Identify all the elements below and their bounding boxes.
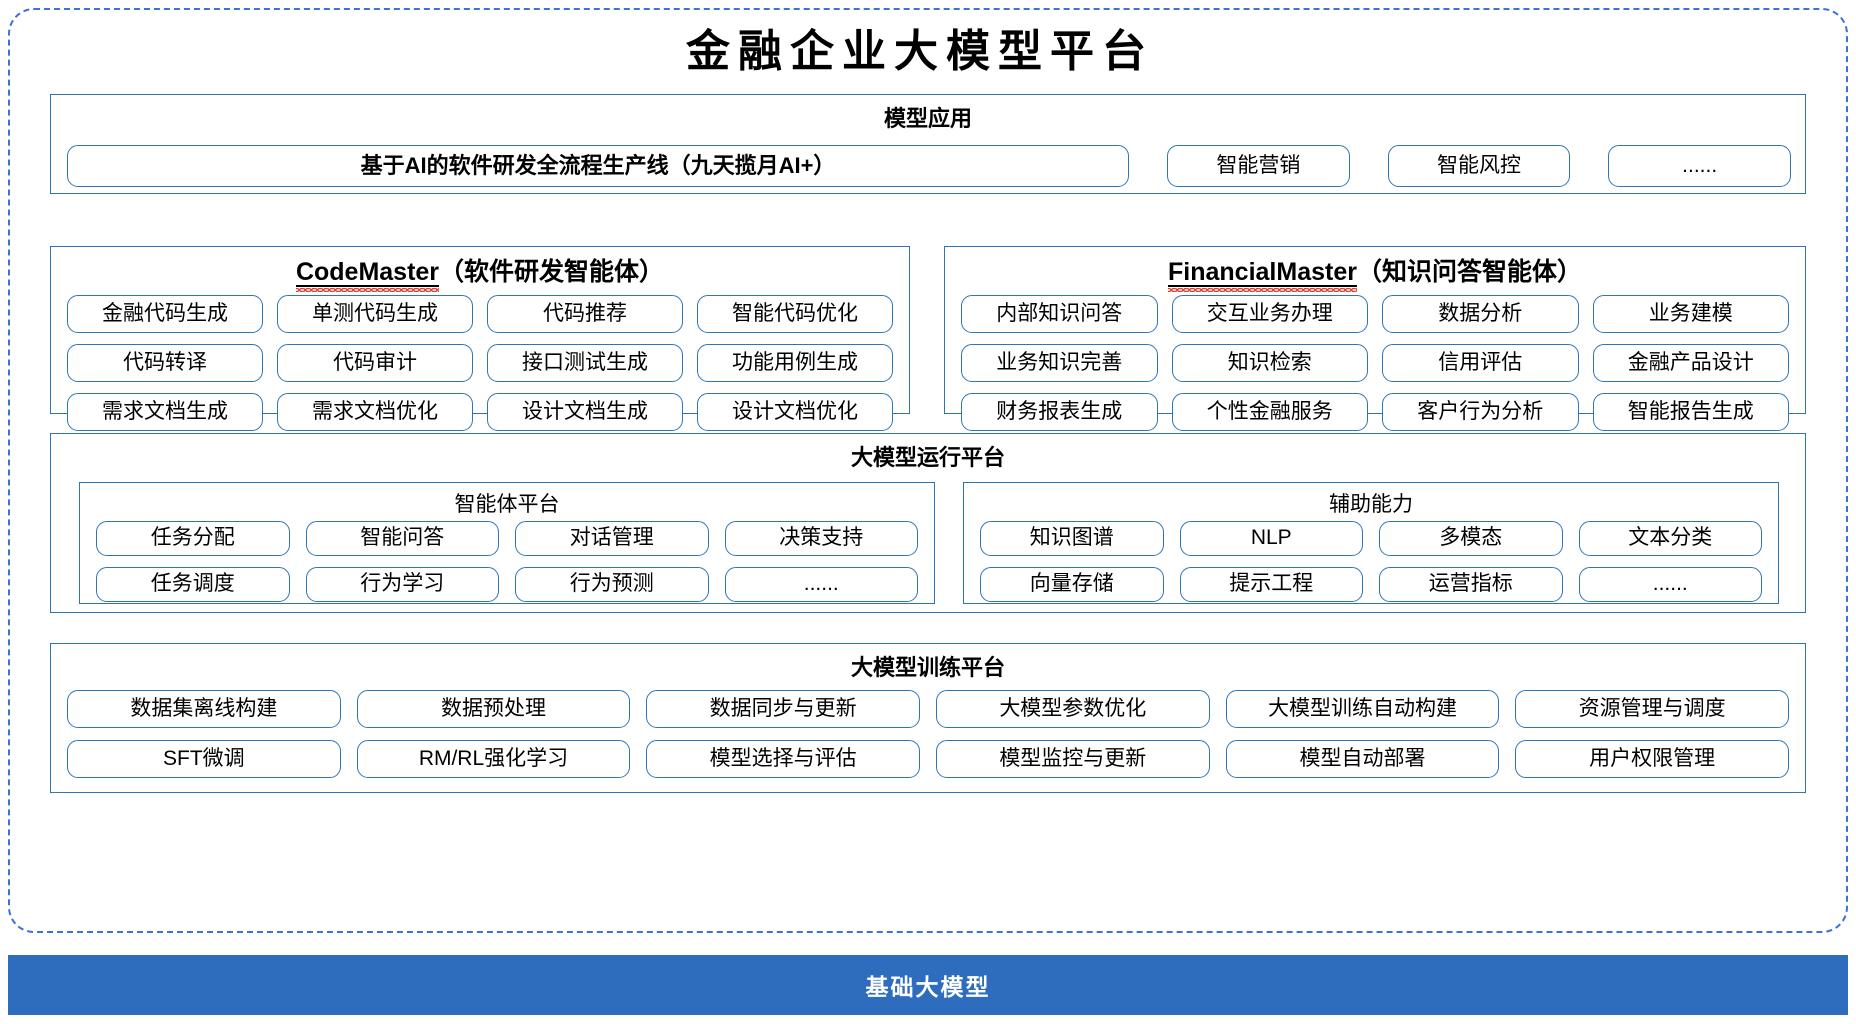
codemaster-suffix: （软件研发智能体）	[439, 258, 665, 286]
financialmaster-item-5[interactable]: 业务知识完善	[961, 344, 1158, 382]
support-capability-item-5[interactable]: 向量存储	[980, 567, 1164, 602]
financialmaster-item-6[interactable]: 知识检索	[1171, 344, 1368, 382]
training-item-9[interactable]: 模型选择与评估	[646, 740, 920, 778]
section-title-model-application: 模型应用	[883, 106, 972, 131]
codemaster-capability-grid: 金融代码生成单测代码生成代码推荐智能代码优化代码转译代码审计接口测试生成功能用例…	[67, 295, 893, 431]
codemaster-item-7[interactable]: 接口测试生成	[487, 344, 683, 382]
training-item-6[interactable]: 资源管理与调度	[1515, 690, 1789, 728]
support-capability-item-6[interactable]: 提示工程	[1179, 567, 1363, 602]
agent-title-codemaster: CodeMaster（软件研发智能体）	[51, 247, 909, 292]
section-codemaster-agent: CodeMaster（软件研发智能体） 金融代码生成单测代码生成代码推荐智能代码…	[50, 246, 910, 431]
agent-platform-item-4[interactable]: 决策支持	[724, 521, 918, 556]
support-capability-item-8[interactable]: ......	[1578, 567, 1762, 602]
training-item-4[interactable]: 大模型参数优化	[935, 690, 1210, 728]
codemaster-item-12[interactable]: 设计文档优化	[697, 393, 893, 431]
training-item-2[interactable]: 数据预处理	[356, 690, 631, 728]
app-item-smart-marketing[interactable]: 智能营销	[1167, 145, 1350, 187]
agent-platform-item-2[interactable]: 智能问答	[305, 521, 499, 556]
app-item-smart-risk-control[interactable]: 智能风控	[1387, 145, 1571, 187]
agent-platform-grid: 任务分配智能问答对话管理决策支持任务调度行为学习行为预测......	[96, 521, 918, 602]
training-item-8[interactable]: RM/RL强化学习	[356, 740, 631, 778]
subsection-title-agent-platform: 智能体平台	[454, 493, 560, 516]
codemaster-item-2[interactable]: 单测代码生成	[277, 295, 473, 333]
agent-title-financialmaster: FinancialMaster（知识问答智能体）	[945, 247, 1805, 292]
financialmaster-item-4[interactable]: 业务建模	[1592, 295, 1789, 333]
support-capability-item-7[interactable]: 运营指标	[1379, 567, 1563, 602]
base-model-bar: 基础大模型	[8, 955, 1848, 1015]
codemaster-item-6[interactable]: 代码审计	[277, 344, 473, 382]
training-item-7[interactable]: SFT微调	[67, 740, 341, 778]
financialmaster-capability-grid: 内部知识问答交互业务办理数据分析业务建模业务知识完善知识检索信用评估金融产品设计…	[961, 295, 1789, 431]
model-application-items: 基于AI的软件研发全流程生产线（九天揽月AI+） 智能营销 智能风控 .....…	[67, 145, 1791, 187]
financialmaster-item-7[interactable]: 信用评估	[1382, 344, 1579, 382]
training-item-1[interactable]: 数据集离线构建	[67, 690, 341, 728]
financialmaster-name-misspelled: FinancialMaster	[1168, 255, 1357, 292]
subsection-agent-platform: 智能体平台 任务分配智能问答对话管理决策支持任务调度行为学习行为预测......	[79, 482, 935, 604]
page-title: 金融企业大模型平台	[686, 26, 1154, 77]
financialmaster-item-12[interactable]: 智能报告生成	[1592, 393, 1789, 431]
codemaster-item-11[interactable]: 设计文档生成	[487, 393, 683, 431]
section-model-application: 模型应用 基于AI的软件研发全流程生产线（九天揽月AI+） 智能营销 智能风控 …	[50, 94, 1806, 194]
agent-platform-item-5[interactable]: 任务调度	[96, 567, 290, 602]
codemaster-item-10[interactable]: 需求文档优化	[277, 393, 473, 431]
training-item-10[interactable]: 模型监控与更新	[935, 740, 1210, 778]
financialmaster-item-9[interactable]: 财务报表生成	[961, 393, 1158, 431]
app-item-more[interactable]: ......	[1608, 145, 1791, 187]
financialmaster-suffix: （知识问答智能体）	[1356, 258, 1582, 286]
support-capability-item-1[interactable]: 知识图谱	[980, 521, 1164, 556]
codemaster-item-8[interactable]: 功能用例生成	[697, 344, 893, 382]
financialmaster-item-3[interactable]: 数据分析	[1382, 295, 1579, 333]
app-item-production-line[interactable]: 基于AI的软件研发全流程生产线（九天揽月AI+）	[67, 145, 1129, 187]
section-title-runtime-platform: 大模型运行平台	[850, 445, 1005, 470]
agent-platform-item-1[interactable]: 任务分配	[96, 521, 290, 556]
support-capability-item-2[interactable]: NLP	[1179, 521, 1363, 556]
financialmaster-item-10[interactable]: 个性金融服务	[1171, 393, 1368, 431]
financialmaster-item-8[interactable]: 金融产品设计	[1592, 344, 1789, 382]
codemaster-item-4[interactable]: 智能代码优化	[697, 295, 893, 333]
codemaster-item-3[interactable]: 代码推荐	[487, 295, 683, 333]
training-platform-grid: 数据集离线构建数据预处理数据同步与更新大模型参数优化大模型训练自动构建资源管理与…	[67, 690, 1789, 778]
training-item-3[interactable]: 数据同步与更新	[646, 690, 920, 728]
base-model-label: 基础大模型	[865, 974, 991, 1000]
training-item-5[interactable]: 大模型训练自动构建	[1225, 690, 1500, 728]
agent-platform-item-7[interactable]: 行为预测	[515, 567, 709, 602]
support-capability-item-3[interactable]: 多模态	[1379, 521, 1563, 556]
codemaster-item-5[interactable]: 代码转译	[67, 344, 263, 382]
financialmaster-item-11[interactable]: 客户行为分析	[1382, 393, 1579, 431]
codemaster-item-1[interactable]: 金融代码生成	[67, 295, 263, 333]
section-runtime-platform: 大模型运行平台 智能体平台 任务分配智能问答对话管理决策支持任务调度行为学习行为…	[50, 433, 1806, 613]
codemaster-name-misspelled: CodeMaster	[295, 255, 440, 292]
support-capability-grid: 知识图谱 NLP 多模态文本分类向量存储提示工程运营指标......	[980, 521, 1762, 602]
agent-platform-item-6[interactable]: 行为学习	[305, 567, 499, 602]
agent-platform-item-8[interactable]: ......	[724, 567, 918, 602]
section-financialmaster-agent: FinancialMaster（知识问答智能体） 内部知识问答交互业务办理数据分…	[944, 246, 1806, 431]
training-item-11[interactable]: 模型自动部署	[1225, 740, 1500, 778]
subsection-title-support-capability: 辅助能力	[1329, 493, 1413, 516]
support-capability-item-4[interactable]: 文本分类	[1578, 521, 1762, 556]
agent-platform-item-3[interactable]: 对话管理	[515, 521, 709, 556]
section-title-training-platform: 大模型训练平台	[850, 655, 1005, 680]
codemaster-item-9[interactable]: 需求文档生成	[67, 393, 263, 431]
subsection-support-capability: 辅助能力 知识图谱 NLP 多模态文本分类向量存储提示工程运营指标......	[963, 482, 1779, 604]
financialmaster-item-1[interactable]: 内部知识问答	[961, 295, 1158, 333]
financialmaster-item-2[interactable]: 交互业务办理	[1171, 295, 1368, 333]
training-item-12[interactable]: 用户权限管理	[1515, 740, 1789, 778]
section-training-platform: 大模型训练平台 数据集离线构建数据预处理数据同步与更新大模型参数优化大模型训练自…	[50, 643, 1806, 793]
